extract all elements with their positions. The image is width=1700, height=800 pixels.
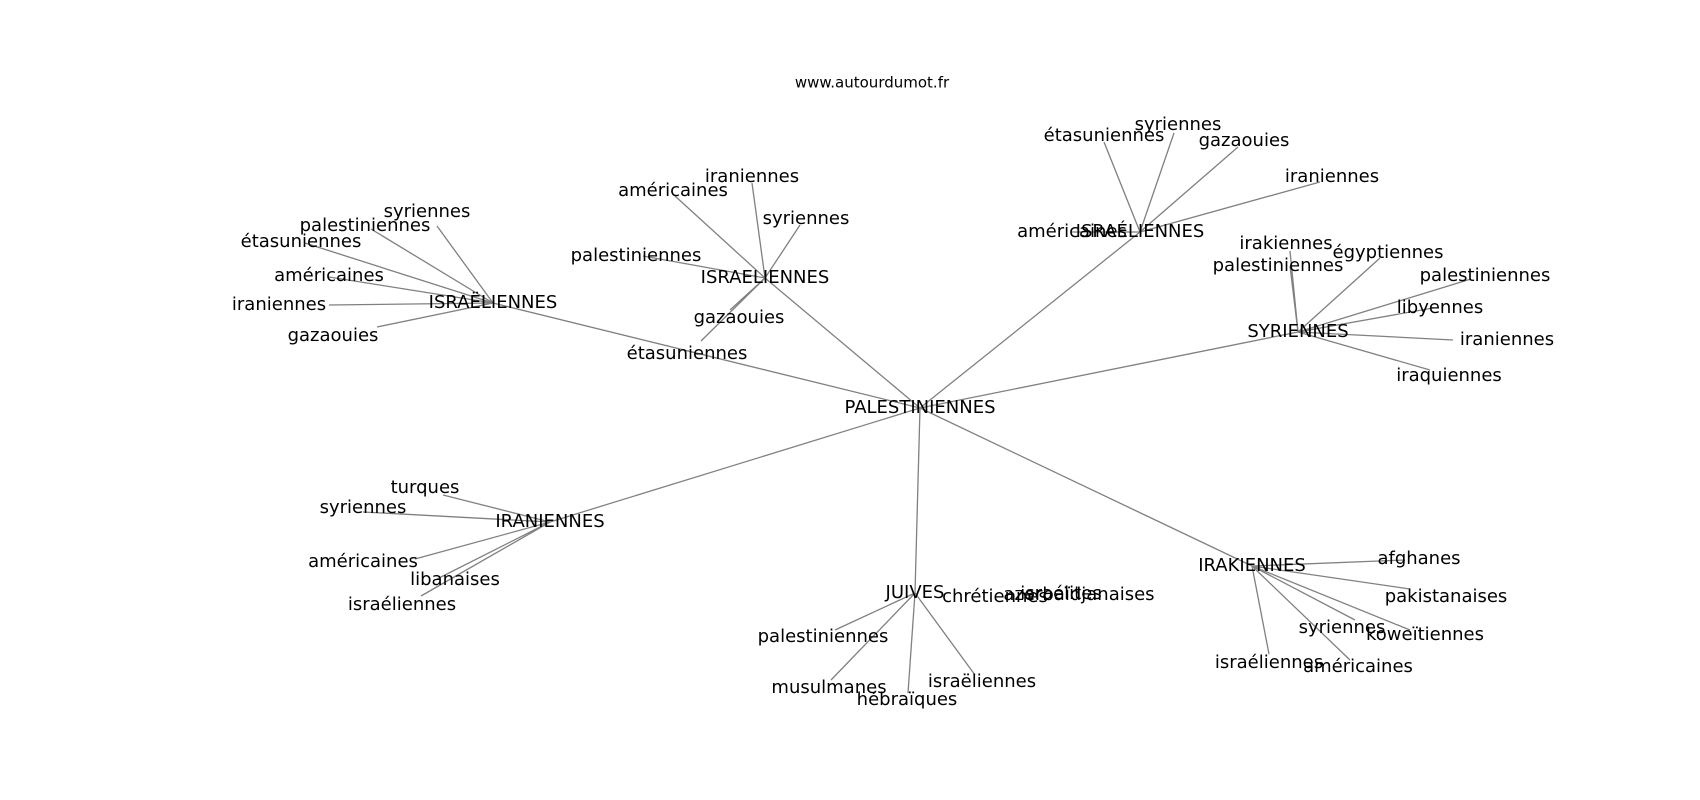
leaf-node: palestiniennes	[300, 215, 431, 236]
leaf-node: azerbaïdjanaises	[1003, 584, 1154, 605]
edge-irakiennes-leaf-3	[1251, 565, 1411, 631]
edge-juives-leaf-5	[914, 592, 976, 676]
edge-syriennes-leaf-1	[1289, 265, 1299, 333]
edge-israeliennes_b-leaf-3	[642, 255, 766, 279]
center-node-label: PALESTINIENNES	[844, 397, 995, 418]
leaf-node: libyennes	[1397, 297, 1483, 318]
leaf-node: étasuniennes	[1044, 125, 1165, 146]
leaf-node: gazaouies	[288, 325, 379, 346]
watermark: www.autourdumot.fr	[795, 74, 950, 92]
leaf-node: israëliennes	[928, 671, 1036, 692]
edge-israeliennes_c-leaf-0	[1103, 141, 1141, 233]
graph-edges	[304, 132, 1472, 694]
edge-irakiennes-leaf-2	[1251, 565, 1356, 621]
leaf-node: israéliennes	[1215, 652, 1323, 673]
leaf-node: musulmanes	[771, 677, 886, 698]
edge-irakiennes-leaf-4	[1251, 565, 1270, 655]
leaf-node: israélites	[1020, 583, 1101, 604]
edge-iraniennes-leaf-2	[362, 511, 551, 523]
leaf-node: chrétiennes	[942, 586, 1048, 607]
leaf-node: israéliennes	[348, 594, 456, 615]
edge-syriennes-leaf-6	[1297, 331, 1431, 371]
edge-iraniennes-leaf-4	[436, 521, 551, 580]
leaf-node: irakiennes	[1239, 233, 1332, 254]
edge-israeliennes_b-leaf-1	[751, 182, 766, 279]
leaf-node: gazaouies	[1199, 130, 1290, 151]
leaf-node: iraniennes	[232, 294, 326, 315]
leaf-node: syriennes	[320, 497, 407, 518]
edge-syriennes-leaf-3	[1297, 278, 1472, 333]
edge-center-to-iraniennes	[549, 407, 921, 523]
edge-israeliennes_a-leaf-1	[370, 228, 494, 304]
leaf-node: syriennes	[384, 201, 471, 222]
edge-center-to-juives	[914, 407, 921, 594]
hub-node-israeliennes_a: ISRAËLIENNES	[429, 292, 558, 313]
leaf-node: turques	[391, 477, 460, 498]
leaf-node: palestiniennes	[1420, 265, 1551, 286]
leaf-node: étasuniennes	[627, 343, 748, 364]
edge-center-to-israeliennes_c	[919, 231, 1141, 409]
edge-center-to-israeliennes_b	[764, 277, 921, 409]
edge-israeliennes_a-leaf-0	[436, 225, 494, 304]
leaf-node: gazaouies	[694, 307, 785, 328]
leaf-node: syriennes	[1299, 617, 1386, 638]
leaf-node: iraquiennes	[1396, 365, 1502, 386]
edge-irakiennes-leaf-0	[1251, 559, 1406, 567]
leaf-node: pakistanaises	[1385, 586, 1508, 607]
leaf-node: américaines	[274, 265, 384, 286]
leaf-node: américaines	[1303, 656, 1413, 677]
leaf-node: afghanes	[1377, 548, 1460, 569]
leaf-node: libanaises	[410, 569, 500, 590]
leaf-node: américaines	[1017, 221, 1127, 242]
edge-syriennes-leaf-5	[1297, 331, 1454, 341]
edge-israeliennes_c-leaf-3	[1139, 181, 1321, 233]
edge-israeliennes_b-leaf-2	[764, 224, 801, 279]
leaf-node: syriennes	[763, 208, 850, 229]
edge-center-to-israeliennes_a	[492, 302, 921, 409]
hub-node-juives: JUIVES	[885, 582, 945, 603]
edge-iraniennes-leaf-1	[442, 494, 551, 523]
hub-node-israeliennes_c: ISRAÉLIENNES	[1076, 220, 1205, 242]
edge-israeliennes_c-leaf-1	[1139, 132, 1175, 233]
leaf-node: égyptiennes	[1333, 242, 1444, 263]
leaf-node: américaines	[618, 180, 728, 201]
graph-labels: PALESTINIENNESISRAËLIENNESsyriennespales…	[232, 114, 1554, 710]
edge-juives-leaf-4	[907, 592, 916, 694]
edge-irakiennes-leaf-5	[1251, 565, 1351, 661]
edge-syriennes-leaf-2	[1297, 257, 1381, 333]
edge-center-to-irakiennes	[919, 407, 1253, 567]
edge-syriennes-leaf-4	[1297, 307, 1434, 333]
edge-israeliennes_b-leaf-5	[700, 277, 766, 342]
edge-israeliennes_a-leaf-4	[328, 302, 494, 306]
leaf-node: américaines	[308, 551, 418, 572]
leaf-node: iraniennes	[1460, 329, 1554, 350]
edge-juives-leaf-3	[830, 592, 916, 681]
edge-irakiennes-leaf-1	[1251, 565, 1411, 590]
edge-center-to-syriennes	[919, 331, 1299, 409]
leaf-node: syriennes	[1135, 114, 1222, 135]
leaf-node: étasuniennes	[241, 231, 362, 252]
leaf-node: iraniennes	[1285, 166, 1379, 187]
edge-israeliennes_a-leaf-5	[376, 302, 494, 328]
edge-juives-leaf-2	[834, 592, 916, 631]
leaf-node: iraniennes	[705, 166, 799, 187]
leaf-node: palestiniennes	[758, 626, 889, 647]
leaf-node: palestiniennes	[1213, 255, 1344, 276]
leaf-node: koweïtiennes	[1366, 624, 1484, 645]
edge-israeliennes_b-leaf-0	[674, 195, 766, 279]
edge-israeliennes_c-leaf-2	[1139, 146, 1239, 233]
leaf-node: hébraïques	[857, 689, 958, 710]
hub-node-israeliennes_b: ISRAELIENNES	[701, 267, 830, 288]
hub-node-irakiennes: IRAKIENNES	[1198, 555, 1306, 576]
leaf-node: palestiniennes	[571, 245, 702, 266]
hub-node-syriennes: SYRIENNES	[1247, 321, 1348, 342]
edge-israeliennes_a-leaf-3	[328, 276, 494, 304]
edge-israeliennes_a-leaf-2	[304, 242, 494, 304]
edge-iraniennes-leaf-3	[414, 521, 551, 560]
hub-node-iraniennes: IRANIENNES	[495, 511, 604, 532]
edge-iraniennes-leaf-5	[420, 521, 551, 597]
